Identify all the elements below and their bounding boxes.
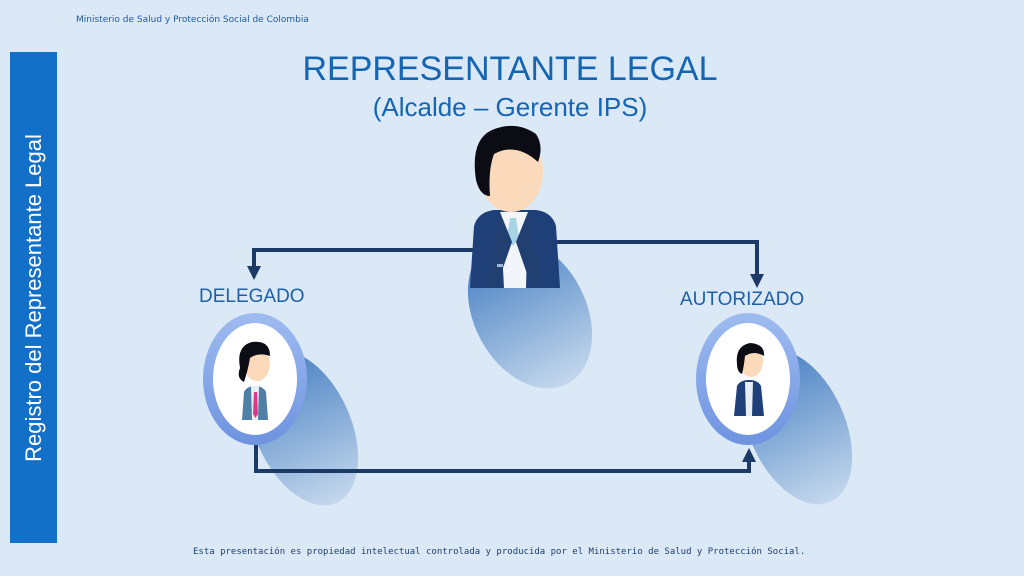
arrow-to-delegate <box>252 248 474 268</box>
footer-notice: Esta presentación es propiedad intelectu… <box>193 547 806 557</box>
businesswoman-icon <box>203 313 307 445</box>
arrow-head-authorized <box>750 274 764 288</box>
businessman-icon <box>470 125 560 288</box>
arrow-head-bottom <box>742 448 756 462</box>
authorized-label: AUTORIZADO <box>680 289 805 310</box>
page-subtitle: (Alcalde – Gerente IPS) <box>372 92 648 122</box>
page-title: REPRESENTANTE LEGAL <box>302 50 718 88</box>
businessman-small-icon <box>696 313 800 445</box>
arrow-to-authorized <box>552 240 759 276</box>
delegate-label: DELEGADO <box>199 286 305 307</box>
sidebar-title-bar: Registro del Representante Legal <box>10 52 57 543</box>
organization-header: Ministerio de Salud y Protección Social … <box>76 15 309 25</box>
arrow-delegate-to-authorized <box>254 445 751 473</box>
arrow-head-delegate <box>247 266 261 280</box>
